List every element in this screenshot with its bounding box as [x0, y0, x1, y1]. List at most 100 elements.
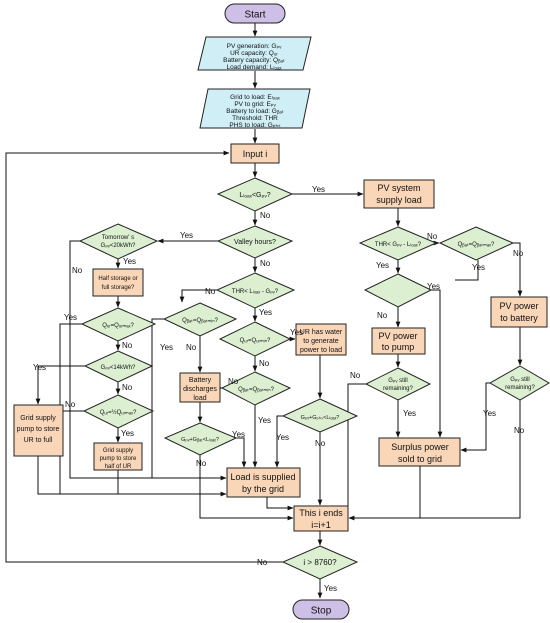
svg-text:Gₚᵥ<14kWh?: Gₚᵥ<14kWh?: [101, 365, 136, 371]
svg-text:PV power: PV power: [378, 331, 417, 341]
svg-text:remaining?: remaining?: [383, 386, 413, 392]
svg-text:Valley hours?: Valley hours?: [234, 239, 276, 246]
decision-gpv-gphs-lload: Gₚᵥ+Gₚₕₛ<Lₗₒₐₓ?: [281, 398, 359, 433]
input-i-box: Input i: [230, 143, 280, 164]
decision-gpv-remaining-2: Gₚᵥ still remaining?: [488, 365, 550, 401]
load-supplied-by-grid-box: Load is supplied by the grid: [226, 467, 301, 498]
svg-text:supply load: supply load: [376, 195, 422, 205]
decision-qur-urmin: Qᵤᵣ=Qᵤᵣₘᵢₙ?: [218, 321, 292, 357]
decision-qbat-batmax: Qᵦₐₜ=Qᵦₐₜₘₐₓ?: [438, 226, 515, 261]
half-or-full-storage-box: Half storage or full storage?: [92, 268, 144, 297]
output-parameters: Grid to load: Eₗₒₐₓ PV to grid: Eₚᵥ Batt…: [199, 88, 311, 129]
battery-discharges-box: Battery discharges load: [179, 372, 221, 403]
edge-yes: Yes: [180, 231, 193, 240]
decision-qur-qurmax-left: Qᵤᵣ=Qᵤᵣₘₐₓ?: [80, 307, 157, 342]
stop-terminal: Stop: [292, 599, 350, 620]
output-line: PHS to load: Gₚₕₛ: [229, 122, 281, 129]
edge-yes: Yes: [33, 363, 46, 372]
decision-i-gt-8760: i > 8760?: [281, 545, 359, 580]
edge-yes: Yes: [324, 584, 337, 593]
edge-no: No: [260, 259, 271, 268]
grid-pump-half-box: Grid supply pump to store half of UR: [93, 442, 143, 471]
connectors: [5, 23, 523, 599]
edge-no: No: [260, 211, 271, 220]
svg-text:Tomorrow' s: Tomorrow' s: [102, 235, 134, 241]
decision-load-lt-gpv: Lₗₒₐₓ<Gₚᵥ?: [216, 177, 294, 212]
decision-tomorrow-gpv: Tomorrow' s Gₚᵥ<20kWh?: [78, 223, 159, 260]
edge-yes: Yes: [472, 263, 485, 272]
edge-no: No: [72, 266, 83, 275]
input-parameters: PV generation: Gₚᵥ UR capacity: Qᵤᵣ Batt…: [197, 36, 312, 71]
svg-text:full storage?: full storage?: [102, 285, 135, 291]
svg-text:to battery: to battery: [500, 313, 538, 323]
svg-text:by the grid: by the grid: [242, 484, 284, 494]
svg-text:UR to full: UR to full: [24, 437, 53, 444]
svg-text:Grid supply: Grid supply: [103, 448, 133, 454]
grid-pump-full-box: Grid supply pump to store UR to full: [13, 404, 64, 457]
svg-text:Gₚᵥ<20kWh?: Gₚᵥ<20kWh?: [101, 243, 136, 249]
pv-supply-load-box: PV system supply load: [363, 179, 435, 209]
edge-no: No: [205, 287, 216, 296]
svg-text:half of UR: half of UR: [105, 464, 132, 470]
svg-text:Grid supply: Grid supply: [20, 415, 56, 422]
edge-yes: Yes: [121, 429, 134, 438]
stop-label: Stop: [311, 606, 332, 617]
edge-yes: Yes: [64, 313, 77, 322]
svg-text:Lₗₒₐₓ<Gₚᵥ?: Lₗₒₐₓ<Gₚᵥ?: [239, 192, 270, 199]
edge-yes: Yes: [276, 433, 289, 442]
edge-no: No: [513, 249, 524, 258]
edge-no: No: [350, 371, 361, 380]
start-label: Start: [244, 10, 265, 21]
svg-text:Qᵦₐₜ=Qᵦₐₜₘᵢₙ?: Qᵦₐₜ=Qᵦₐₜₘᵢₙ?: [182, 318, 219, 324]
edge-yes: Yes: [403, 409, 416, 418]
decision-gpv-remaining-1: Gₚᵥ still remaining?: [364, 367, 432, 401]
edge-yes: Yes: [259, 308, 272, 317]
edge-no: No: [65, 400, 76, 409]
decision-qbat-batmin: Qᵦₐₜ=Qᵦₐₜₘᵢₙ?: [162, 302, 238, 337]
ur-water-box: UR has water to generate power to load: [295, 323, 347, 356]
edge-yes: Yes: [427, 282, 440, 291]
edge-yes: Yes: [160, 343, 173, 352]
svg-text:Gₚᵥ+Gₚₕₛ<Lₗₒₐₓ?: Gₚᵥ+Gₚₕₛ<Lₗₒₐₓ?: [301, 415, 340, 421]
svg-text:Load is supplied: Load is supplied: [230, 472, 295, 482]
output-line: Battery to load: Gᵦₐₜ: [226, 108, 284, 115]
svg-text:load: load: [193, 395, 206, 402]
svg-text:to generate: to generate: [303, 338, 339, 345]
input-line: Load demand: Lₗₒₐₓ: [226, 64, 282, 71]
svg-text:UR has water: UR has water: [300, 329, 343, 336]
edge-no: No: [186, 343, 197, 352]
edge-yes: Yes: [483, 409, 496, 418]
start-terminal: Start: [224, 3, 286, 24]
edge-no: No: [196, 459, 207, 468]
output-line: Grid to load: Eₗₒₐₓ: [230, 94, 280, 101]
pv-battery-box: PV power to battery: [490, 296, 548, 328]
decision-thr-mid: THR< Lₗₒₐₓ - Gₚᵥ?: [215, 272, 296, 309]
svg-text:i=i+1: i=i+1: [311, 520, 331, 530]
this-i-ends-box: This i ends i=i+1: [293, 505, 349, 532]
decision-gpv-14: Gₚᵥ<14kWh?: [83, 350, 154, 383]
svg-text:Battery: Battery: [189, 377, 212, 384]
pv-pump-box: PV power to pump: [371, 327, 426, 355]
edge-yes: Yes: [123, 257, 136, 266]
decision-thr-right: THR< Gₚᵥ - Lₗₒₐₓ?: [358, 226, 438, 261]
svg-text:i > 8760?: i > 8760?: [303, 558, 337, 567]
decision-valley-hours: Valley hours?: [216, 225, 294, 259]
edge-no: No: [228, 377, 239, 386]
edge-no: No: [427, 232, 438, 241]
edge-no: No: [122, 341, 133, 350]
input-line: PV generation: Gₚᵥ: [227, 43, 283, 50]
edge-no: No: [315, 439, 326, 448]
svg-text:Gₚᵥ+Gᵦₐₜ<Lₗₒₐₓ?: Gₚᵥ+Gᵦₐₜ<Lₗₒₐₓ?: [181, 437, 219, 443]
edge-yes: Yes: [290, 328, 303, 337]
edge-yes: Yes: [232, 430, 245, 439]
svg-text:This i ends: This i ends: [299, 508, 343, 518]
svg-text:Qᵤᵣ=Qᵤᵣₘₐₓ?: Qᵤᵣ=Qᵤᵣₘₐₓ?: [102, 323, 134, 329]
svg-text:Qᵦₐₜ=Qᵦₐₜₘₐₓ?: Qᵦₐₜ=Qᵦₐₜₘₐₓ?: [458, 242, 495, 248]
edge-yes: Yes: [312, 185, 325, 194]
svg-text:Qᵤᵣ=½Qᵤᵣₘₐₓ?: Qᵤᵣ=½Qᵤᵣₘₐₓ?: [100, 409, 137, 416]
svg-text:Input i: Input i: [243, 149, 268, 159]
output-line: PV to grid: Eₚᵥ: [234, 101, 276, 108]
svg-text:Gₚᵥ still: Gₚᵥ still: [510, 377, 530, 383]
